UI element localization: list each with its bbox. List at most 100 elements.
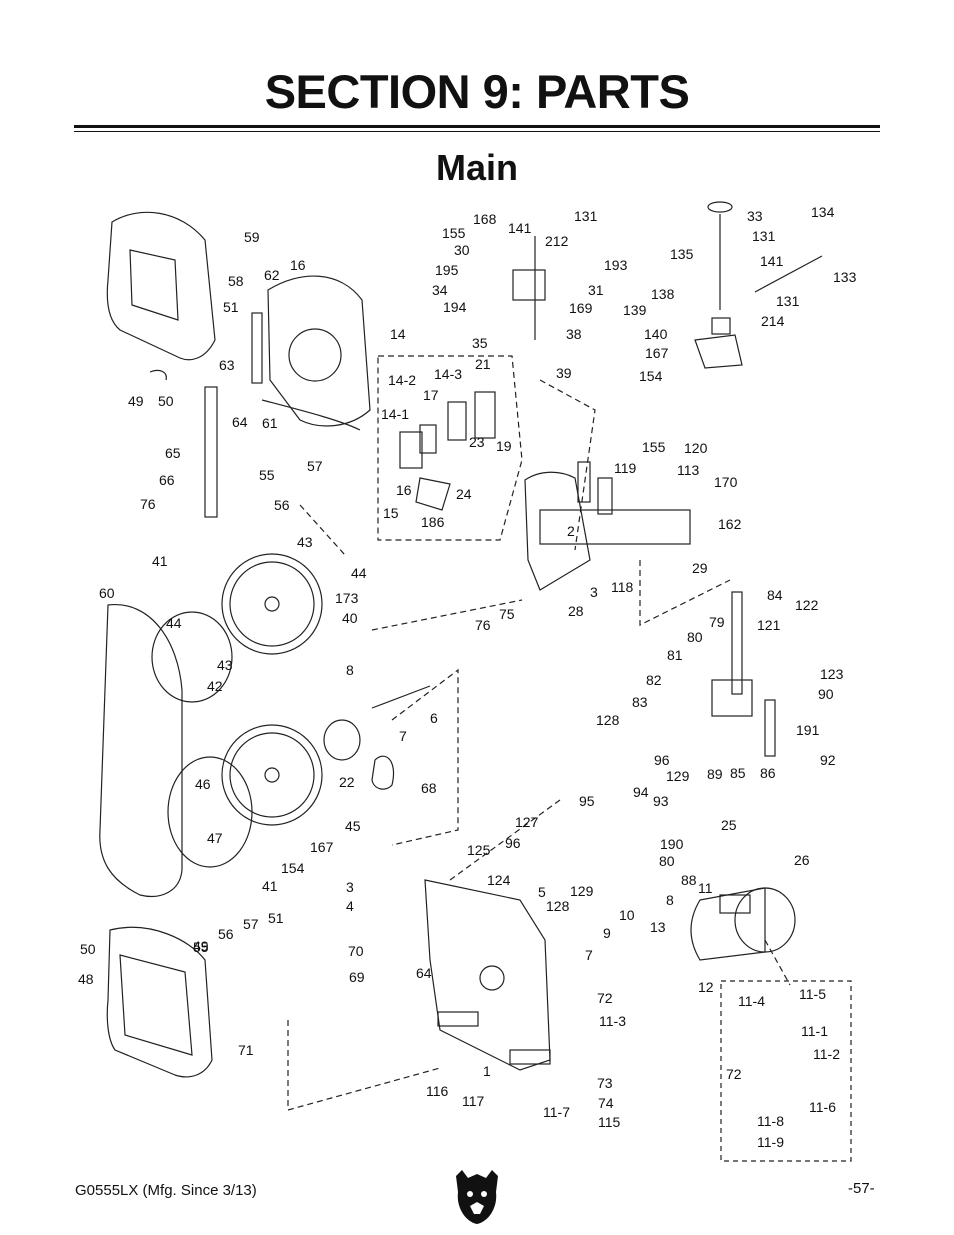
part-callout-59: 59: [244, 229, 260, 245]
part-callout-3: 3: [590, 584, 598, 600]
part-callout-39: 39: [556, 365, 572, 381]
part-callout-48: 48: [78, 971, 94, 987]
part-callout-74: 74: [598, 1095, 614, 1111]
part-callout-80: 80: [659, 853, 675, 869]
part-callout-31: 31: [588, 282, 604, 298]
part-callout-6: 6: [430, 710, 438, 726]
part-callout-128: 128: [546, 898, 570, 914]
part-callout-116: 116: [426, 1083, 449, 1099]
part-callout-60: 60: [99, 585, 115, 601]
part-callout-186: 186: [421, 514, 445, 530]
part-callout-190: 190: [660, 836, 684, 852]
part-callout-79: 79: [709, 614, 725, 630]
part-callout-83: 83: [632, 694, 648, 710]
part-callout-16: 16: [290, 257, 306, 273]
part-callout-95: 95: [579, 793, 595, 809]
part-callout-44: 44: [351, 565, 367, 581]
part-callout-11-2: 11-2: [813, 1046, 840, 1062]
part-callout-11-6: 11-6: [809, 1099, 836, 1115]
part-callout-14-2: 14-2: [388, 372, 416, 388]
part-callout-73: 73: [597, 1075, 613, 1091]
part-callout-123: 123: [820, 666, 844, 682]
part-callout-89: 89: [707, 766, 723, 782]
part-callout-66: 66: [159, 472, 175, 488]
part-callout-96: 96: [505, 835, 521, 851]
upper-wheel-cover-drawing: [106, 211, 216, 361]
part-callout-72: 72: [597, 990, 613, 1006]
lower-wheel-cover-drawing: [106, 926, 213, 1078]
part-callout-191: 191: [796, 722, 820, 738]
part-callout-49: 49: [128, 393, 144, 409]
part-callout-57: 57: [307, 458, 323, 474]
part-callout-140: 140: [644, 326, 668, 342]
part-callout-127: 127: [515, 814, 539, 830]
part-callout-41: 41: [152, 553, 168, 569]
part-callout-119: 119: [614, 460, 637, 476]
title-rule-thick: [74, 125, 880, 128]
section-title: SECTION 9: PARTS: [264, 65, 690, 118]
part-callout-81: 81: [667, 647, 683, 663]
part-callout-118: 118: [611, 579, 634, 595]
part-callout-68: 68: [421, 780, 437, 796]
lower-wheel-drawing: [221, 724, 323, 826]
part-callout-28: 28: [568, 603, 584, 619]
part-callout-7: 7: [585, 947, 593, 963]
part-callout-30: 30: [454, 242, 470, 258]
part-callout-3: 3: [346, 879, 354, 895]
part-callout-65: 65: [165, 445, 181, 461]
part-callout-16: 16: [396, 482, 412, 498]
part-callout-62: 62: [264, 267, 280, 283]
part-callout-194: 194: [443, 299, 467, 315]
part-callout-13: 13: [650, 919, 666, 935]
part-callout-57: 57: [243, 916, 259, 932]
part-callout-76: 76: [475, 617, 491, 633]
part-callout-85: 85: [730, 765, 746, 781]
part-callout-76: 76: [140, 496, 156, 512]
part-callout-155: 155: [642, 439, 666, 455]
part-callout-11: 11: [698, 880, 713, 896]
part-callout-117: 117: [462, 1093, 485, 1109]
part-callout-14-3: 14-3: [434, 366, 462, 382]
part-callout-46: 46: [195, 776, 211, 792]
part-callout-212: 212: [545, 233, 569, 249]
part-callout-49: 49: [193, 938, 209, 954]
footer-model: G0555LX (Mfg. Since 3/13): [75, 1182, 257, 1199]
diagram-subtitle: Main: [435, 147, 518, 188]
upper-wheel-drawing: [221, 553, 323, 655]
part-callout-40: 40: [342, 610, 358, 626]
part-callout-1: 1: [483, 1063, 491, 1079]
part-callout-23: 23: [469, 434, 485, 450]
part-callout-69: 69: [349, 969, 365, 985]
part-callout-11-3: 11-3: [599, 1013, 626, 1029]
part-callout-58: 58: [228, 273, 244, 289]
part-callout-64: 64: [232, 414, 248, 430]
part-callout-17: 17: [423, 387, 439, 403]
part-callout-43: 43: [297, 534, 313, 550]
part-callout-131: 131: [776, 293, 800, 309]
part-callout-38: 38: [566, 326, 582, 342]
part-callout-14: 14: [390, 326, 406, 342]
part-callout-124: 124: [487, 872, 511, 888]
part-callout-86: 86: [760, 765, 776, 781]
part-callout-7: 7: [399, 728, 407, 744]
part-callout-71: 71: [238, 1042, 254, 1058]
part-callout-21: 21: [475, 356, 491, 372]
part-callout-56: 56: [274, 497, 290, 513]
part-callout-88: 88: [681, 872, 697, 888]
part-callout-169: 169: [569, 300, 593, 316]
part-callout-168: 168: [473, 211, 497, 227]
part-callout-139: 139: [623, 302, 647, 318]
part-callout-11-8: 11-8: [757, 1113, 784, 1129]
part-callout-122: 122: [795, 597, 819, 613]
part-callout-154: 154: [281, 860, 305, 876]
part-callout-121: 121: [757, 617, 781, 633]
part-callout-34: 34: [432, 282, 448, 298]
part-callout-125: 125: [467, 842, 491, 858]
part-callout-141: 141: [760, 253, 784, 269]
part-callout-19: 19: [496, 438, 512, 454]
part-callout-11-7: 11-7: [543, 1104, 570, 1120]
part-callout-138: 138: [651, 286, 675, 302]
part-callout-24: 24: [456, 486, 472, 502]
part-callout-135: 135: [670, 246, 694, 262]
part-callout-173: 173: [335, 590, 359, 606]
